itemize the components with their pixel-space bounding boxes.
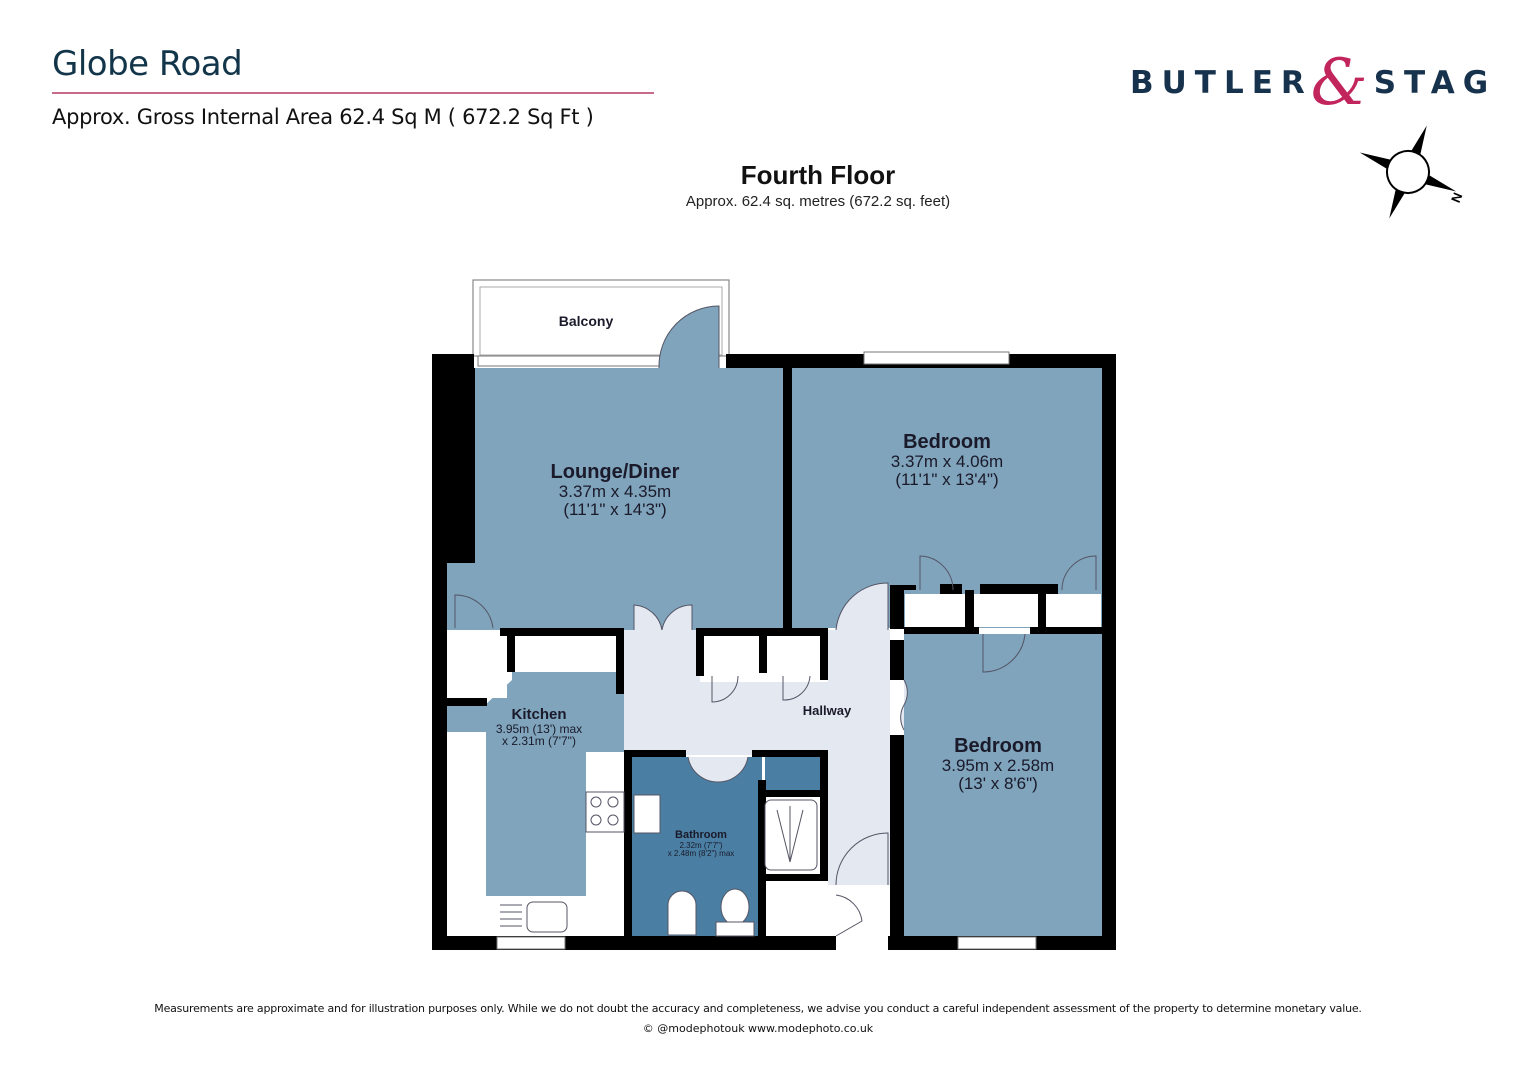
room-dim-line1: 2.32m (7'7") <box>679 840 723 850</box>
room-dim-imperial: (11'1" x 14'3") <box>563 499 667 519</box>
logo-ampersand: & <box>1310 46 1368 120</box>
room-label-bedroom-1: Bedroom 3.37m x 4.06m (11'1" x 13'4") <box>847 432 1047 489</box>
footer-disclaimer: Measurements are approximate and for ill… <box>154 1002 1362 1015</box>
room-label-lounge-diner: Lounge/Diner 3.37m x 4.35m (11'1" x 14'3… <box>515 462 715 519</box>
compass-rose-icon: N <box>1359 125 1465 219</box>
hallway-floor <box>624 630 890 885</box>
room-name: Bedroom <box>903 431 991 453</box>
room-name: Lounge/Diner <box>550 461 680 483</box>
title-divider <box>52 92 654 94</box>
room-label-hallway: Hallway <box>802 703 852 718</box>
room-dim-metric: 3.37m x 4.06m <box>890 452 1004 471</box>
room-name: Bedroom <box>954 735 1042 757</box>
bedroom-2-floor <box>904 634 1102 936</box>
room-dim-imperial: (11'1" x 13'4") <box>895 469 999 489</box>
logo-word-right: STAG <box>1373 65 1497 101</box>
room-dim-line2: x 2.48m (8'2") max <box>667 848 735 858</box>
fixtures <box>500 791 818 937</box>
room-name: Bathroom <box>675 829 727 841</box>
floor-title: Fourth Floor <box>740 160 896 190</box>
windows <box>477 351 1037 950</box>
room-dim-line2: x 2.31m (7'7") <box>502 734 576 749</box>
room-label-bathroom: Bathroom 2.32m (7'7") x 2.48m (8'2") max <box>646 829 756 858</box>
room-dim-imperial: (13' x 8'6") <box>958 773 1038 793</box>
gross-internal-area: Approx. Gross Internal Area 62.4 Sq M ( … <box>52 105 594 129</box>
room-label-kitchen: Kitchen 3.95m (13') max x 2.31m (7'7") <box>469 707 609 748</box>
butler-stag-logo: BUTLER & STAG <box>1130 48 1496 118</box>
footer-copyright: © @modephotouk www.modephoto.co.uk <box>642 1022 874 1035</box>
room-label-bedroom-2: Bedroom 3.95m x 2.58m (13' x 8'6") <box>898 736 1098 793</box>
property-title: Globe Road <box>52 44 243 84</box>
room-name: Kitchen <box>511 706 567 723</box>
room-dim-metric: 3.37m x 4.35m <box>558 482 672 501</box>
kitchen-floor <box>447 672 624 896</box>
bathroom-cupboard <box>765 757 823 792</box>
room-label-balcony: Balcony <box>558 313 614 329</box>
doors <box>454 305 1097 937</box>
room-dim-metric: 3.95m x 2.58m <box>941 756 1055 775</box>
room-dim-line1: 3.95m (13') max <box>495 721 583 736</box>
lounge-diner-floor <box>447 368 783 630</box>
floor-area: Approx. 62.4 sq. metres (672.2 sq. feet) <box>685 193 951 210</box>
logo-word-left: BUTLER <box>1130 65 1313 101</box>
